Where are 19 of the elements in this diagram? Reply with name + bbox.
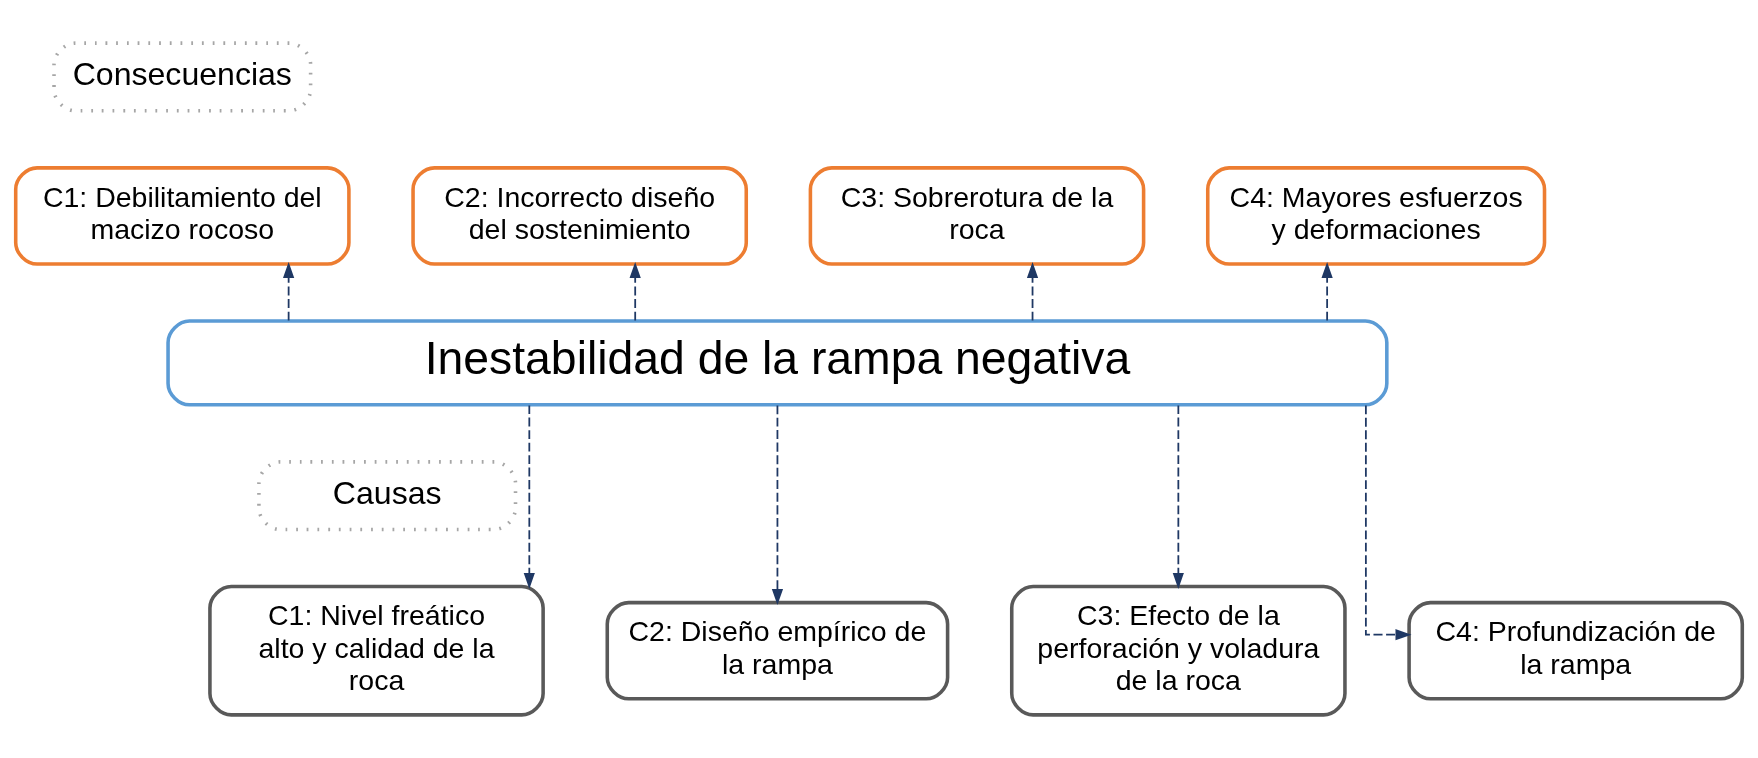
arrow	[1321, 261, 1333, 322]
arrow	[283, 261, 295, 322]
node-box: C3: Sobrerotura de la roca	[808, 166, 1146, 266]
node-box: Causas	[257, 460, 518, 532]
arrow	[1365, 404, 1412, 641]
node-box: C4: Mayores esfuerzos y deformaciones	[1205, 166, 1547, 266]
node-box: C2: Incorrecto diseño del sostenimiento	[411, 166, 749, 266]
arrow	[771, 404, 784, 605]
node-box: C1: Nivel freático alto y calidad de la roca	[208, 584, 545, 717]
arrow	[523, 404, 535, 589]
node-box: C4: Profundización de la rampa	[1407, 600, 1745, 701]
node-box: C1: Debilitamiento del macizo rocoso	[13, 166, 351, 266]
node-box: C3: Efecto de la perforación y voladura de la roca	[1009, 584, 1347, 717]
arrow	[1026, 261, 1039, 322]
node-box: Consecuencias	[52, 41, 313, 113]
node-box: C2: Diseño empírico de la rampa	[605, 600, 950, 701]
arrow	[629, 261, 641, 322]
arrow	[1172, 404, 1184, 589]
node-box: Inestabilidad de la rampa negativa	[166, 319, 1389, 407]
